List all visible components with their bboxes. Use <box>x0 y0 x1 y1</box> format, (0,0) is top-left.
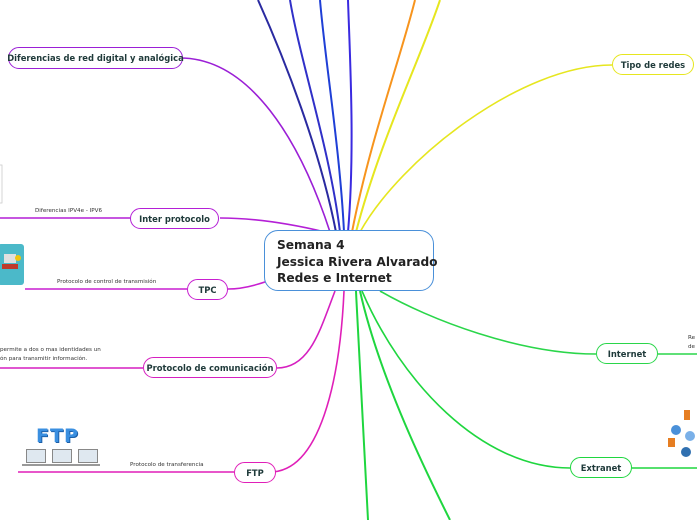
partial-image-top-left <box>0 164 3 204</box>
note-tpc: Protocolo de control de transmisión <box>57 279 157 285</box>
topic-tpc[interactable]: TPC <box>187 279 228 300</box>
computer-icon <box>52 449 72 463</box>
branch-top-1 <box>257 0 337 233</box>
topic-extranet[interactable]: Extranet <box>570 457 632 478</box>
branch-top-orange <box>351 0 416 233</box>
network-image <box>668 410 695 457</box>
central-line-3: Redes e Internet <box>277 271 392 285</box>
note-ipv: Diferencias IPV4e - IPV6 <box>35 208 103 214</box>
branch-top-4 <box>347 0 353 233</box>
ftp-logo-text: FTP <box>36 425 79 447</box>
branch-top-2 <box>289 0 341 233</box>
note-internet-line-1: Re <box>688 335 696 341</box>
note-internet: Re de i <box>688 334 697 352</box>
branch-bottom-1 <box>355 290 369 520</box>
topic-protocolo-comunicacion[interactable]: Protocolo de comunicación <box>143 357 277 378</box>
branch-protocolo <box>276 290 336 369</box>
ftp-image: FTP <box>22 425 100 467</box>
branch-top-yellow <box>355 0 441 233</box>
topic-tipo-redes[interactable]: Tipo de redes <box>612 54 694 75</box>
branch-internet <box>379 290 597 355</box>
branch-extranet <box>361 290 571 469</box>
note-internet-line-2: de i <box>688 344 697 350</box>
topic-ftp[interactable]: FTP <box>234 462 276 483</box>
branch-ftp <box>269 290 345 473</box>
tpc-image <box>0 244 24 285</box>
central-line-2: Jessica Rivera Alvarado <box>277 254 438 269</box>
topic-diferencias[interactable]: Diferencias de red digital y analógica <box>7 47 184 69</box>
central-topic[interactable]: Semana 4 Jessica Rivera Alvarado Redes e… <box>264 230 438 291</box>
computer-icon <box>26 449 46 463</box>
note-comunicacion-line-1: permite a dos o mas identidades un <box>0 347 101 353</box>
network-bar <box>22 464 100 466</box>
branch-diferencias <box>179 57 331 233</box>
branch-bottom-2 <box>359 290 451 520</box>
branch-tipo-redes <box>359 64 613 233</box>
topic-internet[interactable]: Internet <box>596 343 658 364</box>
note-ftp: Protocolo de transferencia <box>130 462 204 468</box>
topic-inter-protocolo[interactable]: Inter protocolo <box>130 208 219 229</box>
computer-icon <box>78 449 98 463</box>
note-comunicacion-line-2: ón para transmitir información. <box>0 356 88 362</box>
branch-top-3 <box>319 0 345 233</box>
note-comunicacion: permite a dos o mas identidades un ón pa… <box>0 346 101 364</box>
central-line-1: Semana 4 <box>277 238 345 252</box>
